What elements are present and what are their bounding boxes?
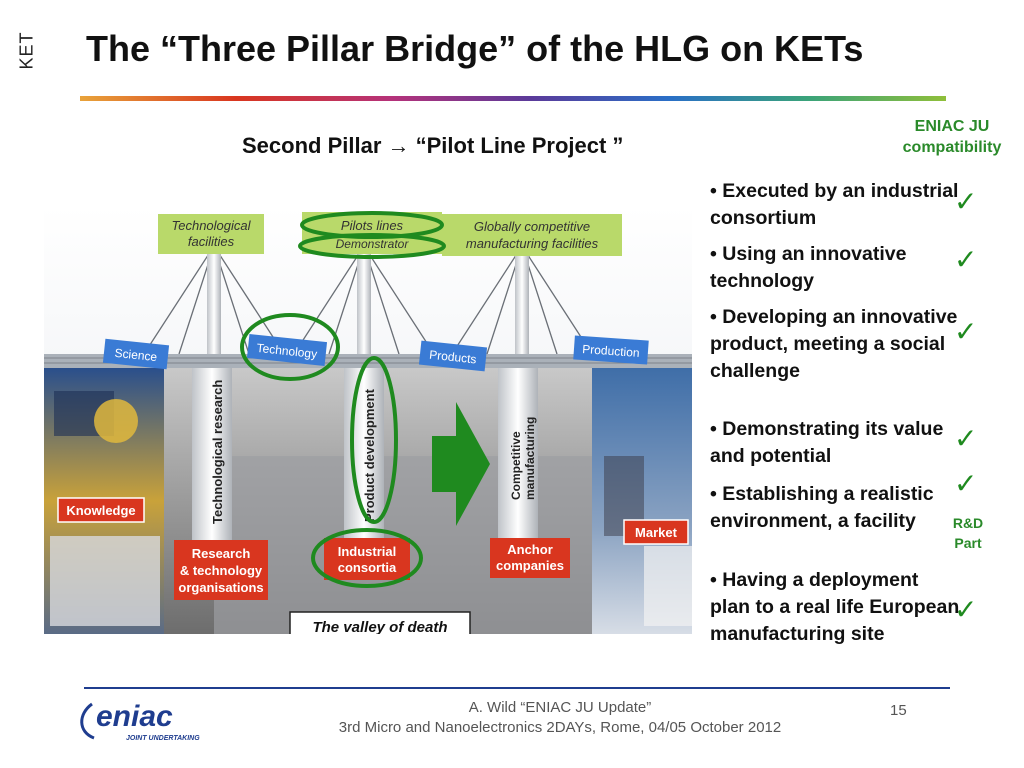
pillar-heading: Second Pillar → “Pilot Line Project ” bbox=[242, 133, 624, 158]
highlight-ellipses bbox=[240, 211, 446, 588]
svg-text:& technology: & technology bbox=[180, 563, 263, 578]
bullet-demonstrating: • Demonstrating its value and potential bbox=[710, 418, 944, 467]
svg-text:Research: Research bbox=[192, 546, 251, 561]
svg-text:Technology: Technology bbox=[256, 341, 318, 361]
rd-part-note: R&D Part bbox=[952, 515, 984, 551]
sign-products: Products bbox=[418, 340, 488, 372]
label-industrial-consortia: Industrial consortia bbox=[324, 538, 410, 580]
sign-technology: Technology bbox=[246, 333, 328, 367]
label-manufacturing: manufacturing bbox=[523, 417, 537, 500]
svg-text:The valley of death: The valley of death bbox=[312, 619, 447, 634]
check-icon: ✓ bbox=[954, 468, 978, 499]
bullet-executed: • Executed by an industrial consortium bbox=[710, 180, 959, 229]
label-market: Market bbox=[623, 519, 689, 545]
svg-text:companies: companies bbox=[496, 558, 564, 573]
label-technological-research: Technological research bbox=[210, 380, 225, 524]
bullet-establishing: • Establishing a realistic environment, … bbox=[710, 483, 934, 532]
bullet-deployment-plan: • Having a deployment plan to a real lif… bbox=[710, 569, 960, 645]
sign-production: Production bbox=[573, 335, 649, 365]
svg-text:organisations: organisations bbox=[178, 580, 263, 595]
label-anchor-companies: Anchor companies bbox=[490, 538, 570, 578]
svg-text:eniac: eniac bbox=[96, 700, 173, 733]
bullet-innovative-product: • Developing an innovative product, meet… bbox=[710, 306, 958, 382]
page-number: 15 bbox=[890, 702, 907, 719]
side-tag: KET bbox=[16, 30, 37, 70]
footer-rule bbox=[84, 687, 950, 689]
svg-text:Technological: Technological bbox=[171, 218, 251, 233]
svg-text:Production: Production bbox=[582, 342, 640, 360]
three-pillar-bridge-diagram: Technological facilities Pilots lines De… bbox=[44, 206, 692, 634]
svg-text:JOINT UNDERTAKING: JOINT UNDERTAKING bbox=[126, 735, 200, 742]
svg-text:Knowledge: Knowledge bbox=[66, 503, 135, 518]
svg-text:Globally competitive: Globally competitive bbox=[474, 219, 590, 234]
label-competitive: Competitive bbox=[509, 431, 523, 500]
check-icon: ✓ bbox=[954, 594, 978, 625]
check-icon: ✓ bbox=[954, 186, 978, 217]
sign-science: Science bbox=[102, 338, 170, 370]
label-knowledge: Knowledge bbox=[57, 497, 145, 523]
arrow-right-icon bbox=[432, 402, 490, 526]
slide-title: The “Three Pillar Bridge” of the HLG on … bbox=[86, 28, 864, 69]
svg-text:Anchor: Anchor bbox=[507, 542, 553, 557]
svg-text:facilities: facilities bbox=[188, 234, 235, 249]
svg-text:Products: Products bbox=[429, 348, 478, 367]
svg-text:Industrial: Industrial bbox=[338, 544, 397, 559]
svg-text:manufacturing facilities: manufacturing facilities bbox=[466, 236, 599, 251]
compatibility-heading: ENIAC JU compatibility bbox=[902, 118, 1002, 156]
svg-text:Market: Market bbox=[635, 525, 678, 540]
svg-text:Pilots lines: Pilots lines bbox=[341, 218, 404, 233]
bullet-innovative-technology: • Using an innovative technology bbox=[710, 243, 907, 292]
check-icon: ✓ bbox=[954, 244, 978, 275]
check-icon: ✓ bbox=[954, 423, 978, 454]
footer-author: A. Wild “ENIAC JU Update” bbox=[468, 699, 652, 716]
label-valley-of-death: The valley of death bbox=[289, 611, 471, 634]
footer-event: 3rd Micro and Nanoelectronics 2DAYs, Rom… bbox=[338, 719, 782, 736]
label-research-tech-orgs: Research & technology organisations bbox=[174, 540, 268, 600]
label-product-development: Product development bbox=[362, 388, 377, 522]
check-icon: ✓ bbox=[954, 316, 978, 347]
svg-text:Science: Science bbox=[114, 346, 158, 364]
label-technological-facilities: Technological facilities bbox=[158, 214, 264, 254]
title-rule bbox=[80, 96, 946, 101]
svg-text:Demonstrator: Demonstrator bbox=[336, 237, 410, 251]
svg-text:consortia: consortia bbox=[338, 560, 397, 575]
label-globally-competitive: Globally competitive manufacturing facil… bbox=[442, 214, 622, 256]
eniac-logo: eniac JOINT UNDERTAKING bbox=[80, 700, 200, 742]
